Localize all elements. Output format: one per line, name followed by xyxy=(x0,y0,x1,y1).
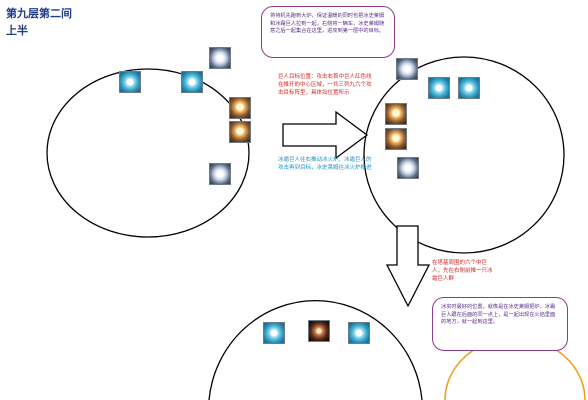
red-note: 巨人目标位置：攻击右首中巨人红色线在推开的中心区域，一共三列九六个攻击目标阵型，… xyxy=(278,74,372,96)
shield-icon xyxy=(263,322,285,344)
shield-icon xyxy=(181,71,203,93)
page-title: 第九层第二间 xyxy=(6,7,72,20)
boss-icon xyxy=(209,163,231,185)
arrow-right xyxy=(282,110,369,160)
circle-right xyxy=(363,56,565,254)
hero-icon xyxy=(229,97,251,119)
dark-hero-icon xyxy=(308,320,330,342)
shield-icon xyxy=(348,322,370,344)
down-arrow-note: 在塔基周围的六个中巨人，先在右侧前推一只冰霜巨人群 xyxy=(432,260,493,282)
shield-icon xyxy=(428,77,450,99)
page-subtitle: 上半 xyxy=(6,24,28,37)
hero-icon xyxy=(229,121,251,143)
circle-left xyxy=(46,68,250,238)
blue-note: 冰霜巨人往右推动冰火炉，冰霜巨人的攻击再到目标，冰史莱姆往冰火炉推进 xyxy=(278,157,372,171)
boss-icon xyxy=(397,157,419,179)
hero-icon xyxy=(385,103,407,125)
hero-icon xyxy=(385,128,407,150)
note-box-top: 将待机先跑到大炉，保证温暖的同时也把冰史莱姆和冰霜巨人拉到一起。右侧将一辆车，冰… xyxy=(261,6,395,58)
arrow-down xyxy=(385,225,431,308)
shield-icon xyxy=(119,71,141,93)
boss-icon xyxy=(209,47,231,69)
note-box-top-text: 将待机先跑到大炉，保证温暖的同时也把冰史莱姆和冰霜巨人拉到一起。右侧将一辆车，冰… xyxy=(270,13,385,34)
shield-icon xyxy=(458,77,480,99)
note-box-bottom-text: 冰实时最好的位置，就像是在冰史莱姆把炉，冰霜巨人跟在后面的同一点上，是一起出现在… xyxy=(441,304,556,325)
circle-bottom xyxy=(208,299,423,400)
boss-icon xyxy=(396,58,418,80)
note-box-bottom: 冰实时最好的位置，就像是在冰史莱姆把炉，冰霜巨人跟在后面的同一点上，是一起出现在… xyxy=(432,297,568,351)
